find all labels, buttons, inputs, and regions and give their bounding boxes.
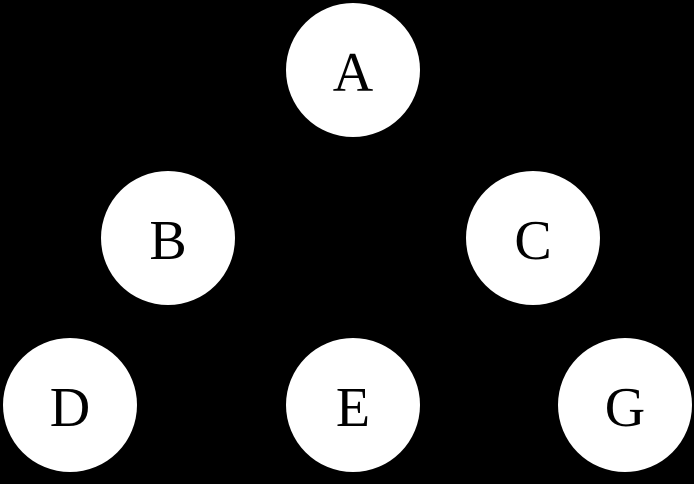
graph-node-label: B: [149, 210, 187, 272]
graph-node-C: C: [466, 171, 600, 305]
graph-node-label: D: [49, 377, 91, 439]
graph-node-label: E: [335, 377, 371, 439]
graph-node-A: A: [286, 3, 420, 137]
graph-node-label: C: [514, 210, 552, 272]
graph-node-E: E: [286, 338, 420, 472]
graph-node-label: A: [332, 42, 374, 104]
graph-node-G: G: [558, 338, 692, 472]
graph-node-B: B: [101, 171, 235, 305]
graph-node-D: D: [3, 338, 137, 472]
graph-node-label: G: [604, 377, 646, 439]
